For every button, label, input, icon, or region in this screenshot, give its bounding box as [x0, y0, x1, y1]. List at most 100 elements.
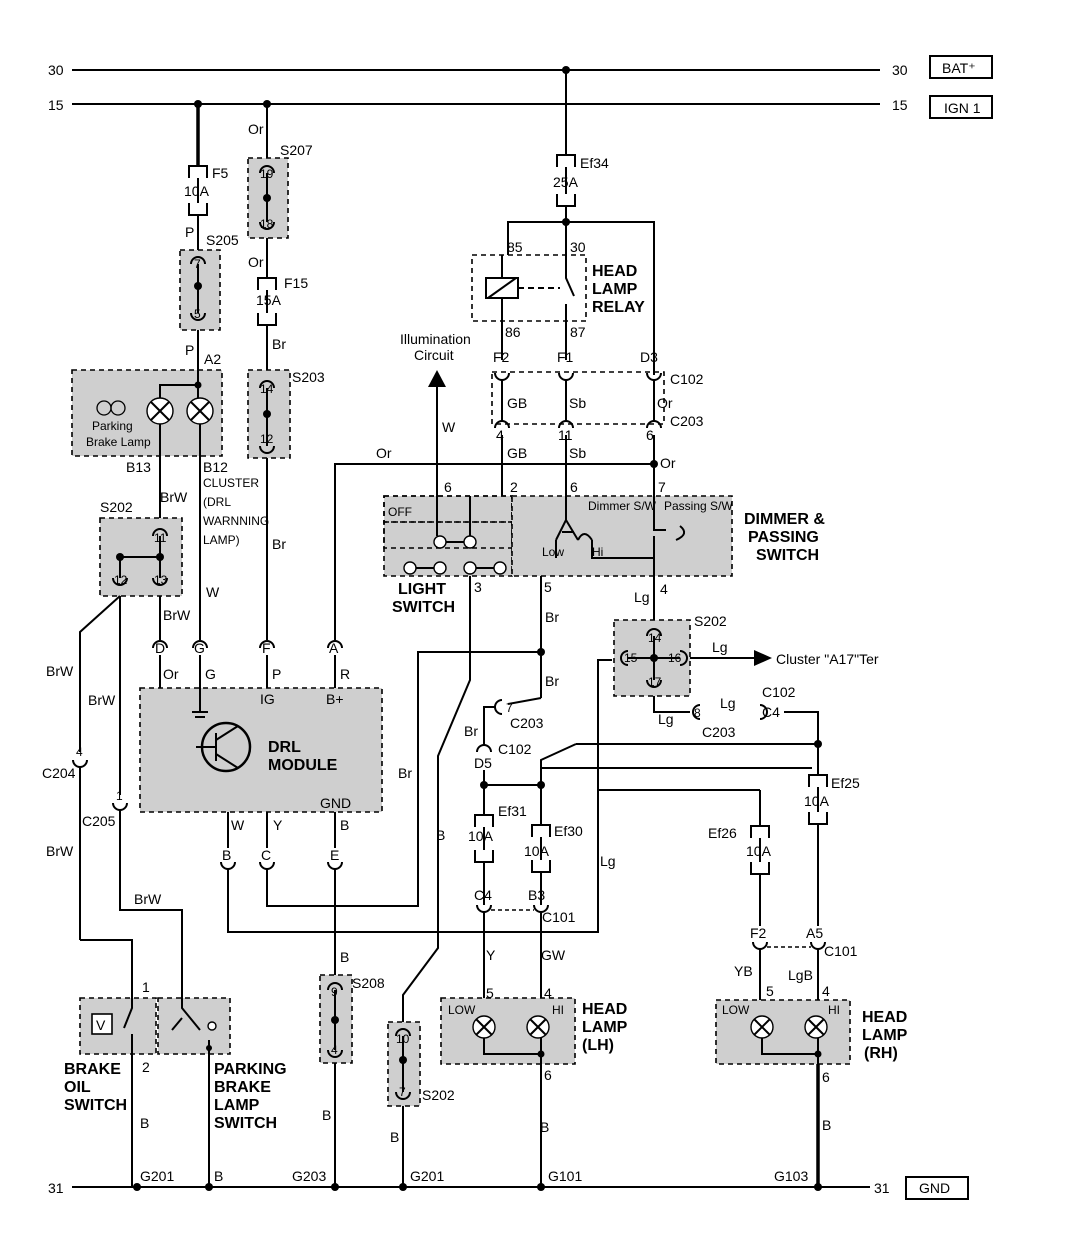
conn-c: C: [261, 847, 271, 863]
rh-title-1: HEAD: [862, 1009, 907, 1026]
wire-or-3: Or: [376, 445, 392, 461]
c204-pin: 4: [76, 745, 83, 759]
dimmer-passing-switch: Dimmer S/W Passing S/W Low Hi 6 7 4: [511, 479, 733, 597]
conn-c102: C102: [670, 371, 704, 387]
conn-b3: B3: [528, 887, 545, 903]
drl-connectors-top: D G F A: [152, 640, 343, 656]
illumination-line-2: Circuit: [414, 347, 454, 363]
s203-pin-a: 14: [260, 382, 274, 396]
rh-low: LOW: [722, 1003, 750, 1017]
wire-b-4: B: [140, 1115, 149, 1131]
relay-p85: 85: [507, 239, 523, 255]
wire-p-2: P: [185, 342, 194, 358]
rail-30-left: 30: [48, 62, 64, 78]
wire-br-3: Br: [398, 765, 412, 781]
s203-pin-b: 12: [260, 432, 274, 446]
dimmer-p6: 6: [570, 479, 578, 495]
s205-name: S205: [206, 232, 239, 248]
rh-p5: 5: [766, 983, 774, 999]
rail-15-left: 15: [48, 97, 64, 113]
light-switch: OFF 6 2 3 5: [383, 479, 552, 595]
conn-f2b: F2: [750, 925, 767, 941]
transistor-icon: [196, 721, 252, 773]
dimmer-p4: 4: [660, 581, 668, 597]
fuse-f15: F15 15A: [256, 275, 308, 326]
ef30-rating: 10A: [524, 843, 550, 859]
ef34-rating: 25A: [553, 174, 579, 190]
cluster-text-3: WARNNING: [203, 514, 269, 528]
c204-name: C204: [42, 765, 76, 781]
drl-module: IG B+ GND DRL MODULE: [139, 687, 383, 813]
conn-c4b: C4: [474, 887, 492, 903]
light-switch-title-1: LIGHT: [398, 581, 446, 598]
lh-p5: 5: [486, 985, 494, 1001]
parking-brake-title-4: SWITCH: [214, 1115, 277, 1132]
brake-oil-p2: 2: [142, 1059, 150, 1075]
wire-sb-1: Sb: [569, 395, 586, 411]
conn-c203-b: C203: [510, 715, 544, 731]
s202b-pin-c: 16: [668, 651, 682, 665]
brake-oil-title-1: BRAKE: [64, 1061, 121, 1078]
conn-g: G: [194, 640, 205, 656]
cluster-lamp-2: Brake Lamp: [86, 435, 151, 449]
relay-p87: 87: [570, 324, 586, 340]
lh-hi: HI: [552, 1003, 564, 1017]
dimmer-hi: Hi: [592, 545, 603, 559]
wire-or-1: Or: [248, 121, 264, 137]
s202c-pin-a: 10: [396, 1032, 410, 1046]
light-switch-p3: 3: [474, 579, 482, 595]
drl-bplus: B+: [326, 691, 344, 707]
conn-f2: F2: [493, 349, 510, 365]
svg-text:V: V: [96, 1017, 106, 1033]
wire-or-6: Or: [660, 455, 676, 471]
fuse-ef25: Ef25 10A: [804, 774, 860, 825]
conn-p4: 4: [496, 427, 504, 443]
cluster-text-2: (DRL: [203, 495, 231, 509]
wire-b-5: B: [214, 1168, 223, 1184]
ef30-name: Ef30: [554, 823, 583, 839]
conn-c102-c: C102: [762, 684, 796, 700]
wire-w-3: W: [442, 419, 456, 435]
cluster-b13: B13: [126, 459, 151, 475]
conn-a5: A5: [806, 925, 823, 941]
fuse-ef31: Ef31 10A: [468, 803, 527, 863]
s207-name: S207: [280, 142, 313, 158]
ef25-name: Ef25: [831, 775, 860, 791]
head-lamp-relay: 85 30 86 87: [471, 239, 587, 340]
brake-oil-switch: V 1 2: [79, 979, 157, 1075]
wire-gw-1: GW: [541, 947, 566, 963]
cluster-a2: A2: [204, 351, 221, 367]
s203-name: S203: [292, 369, 325, 385]
wire-gb-1: GB: [507, 395, 527, 411]
dimmer-sw-label: Dimmer S/W: [588, 499, 657, 513]
s202b-pin-d: 17: [648, 675, 662, 689]
wire-lg-1: Lg: [634, 589, 650, 605]
light-switch-title-2: SWITCH: [392, 599, 455, 616]
rh-title-2: LAMP: [862, 1027, 908, 1044]
light-switch-p2: 2: [510, 479, 518, 495]
rh-title-3: (RH): [864, 1045, 898, 1062]
wire-br-2: Br: [272, 536, 286, 552]
f5-name: F5: [212, 165, 229, 181]
fuse-ef26: Ef26 10A: [708, 825, 772, 875]
wire-brw-3: BrW: [46, 663, 74, 679]
dimmer-p7: 7: [658, 479, 666, 495]
cluster-b12: B12: [203, 459, 228, 475]
warning-lamp-icon: [146, 397, 174, 425]
s207-pin-b: 18: [260, 217, 274, 231]
ign-tag: IGN 1: [944, 100, 981, 116]
drl-title-1: DRL: [268, 739, 301, 756]
rh-p6: 6: [822, 1069, 830, 1085]
wire-brw-2: BrW: [163, 607, 191, 623]
s202c-pin-b: 7: [399, 1085, 406, 1099]
splice-s203: S203 14 12: [247, 369, 325, 459]
gnd-tag: GND: [919, 1180, 950, 1196]
splice-s205: S205 7 5: [179, 232, 239, 331]
rail-31-left: 31: [48, 1180, 64, 1196]
relay-title-3: RELAY: [592, 299, 645, 316]
light-switch-p6: 6: [444, 479, 452, 495]
wire-r-1: R: [340, 666, 350, 682]
light-switch-p5: 5: [544, 579, 552, 595]
connector-c101-lh: C101: [476, 904, 576, 925]
